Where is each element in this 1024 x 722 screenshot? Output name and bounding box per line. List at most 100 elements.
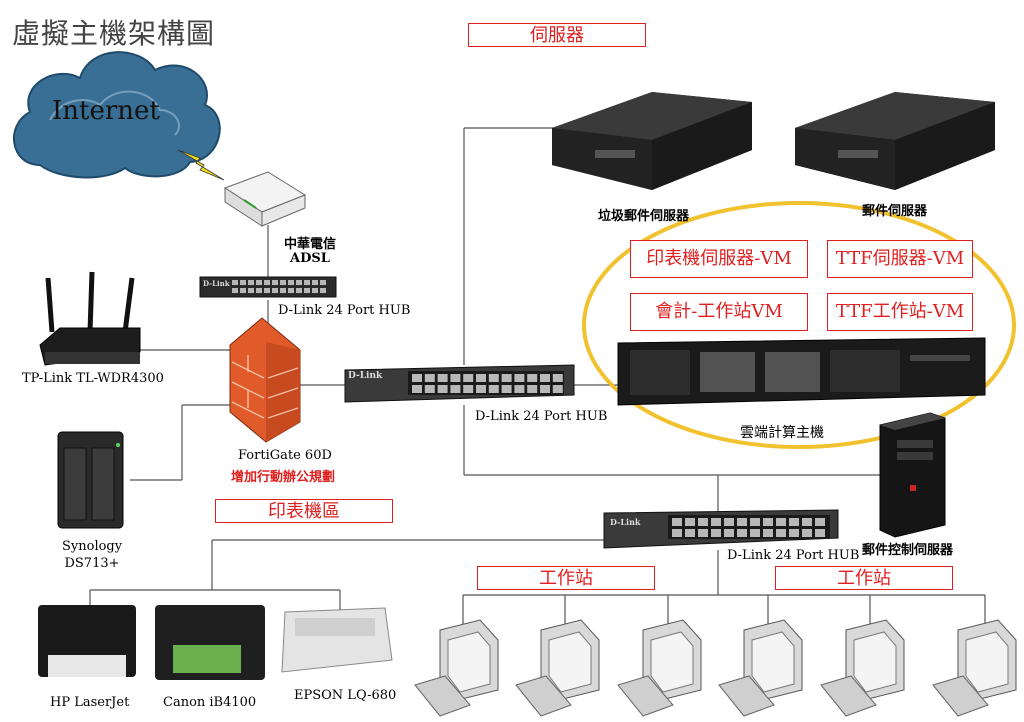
nas-label-line2: DS713+	[64, 556, 120, 571]
workstation-pc-icon	[718, 619, 803, 717]
hub-port	[240, 288, 246, 293]
hub-port	[501, 385, 512, 393]
hub-port	[312, 280, 318, 285]
workstation-pc-icon	[932, 619, 1017, 717]
hub-port	[724, 518, 734, 526]
hub-port	[763, 518, 773, 526]
hub-port	[815, 529, 825, 537]
printer-epson-label: EPSON LQ-680	[294, 688, 397, 703]
hub-port	[514, 374, 525, 382]
hub-top-ports	[232, 280, 326, 293]
hub-port	[288, 288, 294, 293]
synology-nas-icon	[57, 431, 124, 529]
hub-port	[437, 374, 448, 382]
hub-port	[412, 385, 422, 393]
hub-port	[264, 280, 270, 285]
spam-mail-server-icon	[552, 92, 752, 190]
hub-port	[463, 385, 474, 393]
hub-port	[724, 529, 734, 537]
hub-port	[672, 518, 682, 526]
section-workstation-right-label: 工作站	[775, 566, 953, 590]
hub-port	[802, 529, 812, 537]
hub-bottom-brand: D-Link	[610, 517, 641, 527]
printer-canon-label: Canon iB4100	[163, 695, 257, 710]
adsl-modem-icon	[223, 171, 307, 227]
cloud-compute-host-icon	[617, 337, 986, 406]
hub-port	[488, 385, 499, 393]
vm-accounting-workstation: 會計-工作站VM	[630, 293, 808, 331]
page-title: 虛擬主機架構圖	[12, 17, 216, 50]
printer-hp-label: HP LaserJet	[50, 695, 130, 710]
router-label: TP-Link TL-WDR4300	[22, 371, 164, 386]
section-printer-label: 印表機區	[215, 499, 393, 523]
hub-port	[272, 280, 278, 285]
fortigate-firewall-icon	[229, 317, 301, 443]
workstation-pc-icon	[617, 619, 702, 717]
hub-port	[737, 518, 747, 526]
hub-port	[776, 518, 786, 526]
hub-port	[296, 288, 302, 293]
mail-control-server-label: 郵件控制伺服器	[862, 543, 954, 558]
hub-port	[424, 385, 435, 393]
hub-port	[685, 529, 695, 537]
hub-port	[488, 374, 499, 382]
hub-port	[540, 374, 550, 382]
vm-ttf-workstation: TTF工作站-VM	[827, 293, 973, 331]
spam-server-label: 垃圾郵件伺服器	[598, 209, 690, 224]
epson-lq680-printer-icon	[281, 607, 393, 673]
hub-port	[815, 518, 825, 526]
hub-port	[763, 529, 773, 537]
vm-ttf-server: TTF伺服器-VM	[827, 240, 973, 278]
hub-port	[711, 518, 721, 526]
hub-port	[320, 288, 326, 293]
hub-port	[450, 385, 461, 393]
hub-port	[232, 280, 238, 285]
hub-port	[248, 288, 254, 293]
hub-port	[802, 518, 812, 526]
hub-port	[514, 385, 525, 393]
hub-port	[540, 385, 550, 393]
hub-bottom-label: D-Link 24 Port HUB	[727, 548, 860, 563]
workstation-pc-icon	[820, 619, 905, 717]
mail-control-server-icon	[879, 412, 946, 538]
hub-port	[476, 374, 486, 382]
wireless-link-icon	[177, 149, 225, 181]
workstation-pcs	[414, 619, 1017, 717]
hub-port	[501, 374, 512, 382]
firewall-label: FortiGate 60D	[238, 448, 332, 463]
hub-port	[280, 288, 286, 293]
hub-port	[232, 288, 238, 293]
hub-port	[672, 529, 682, 537]
hub-top-brand: D-Link	[203, 279, 230, 288]
hub-bottom-ports	[672, 518, 825, 537]
hub-port	[450, 374, 461, 382]
hub-middle-label: D-Link 24 Port HUB	[475, 409, 608, 424]
hub-port	[240, 280, 246, 285]
hub-port	[304, 288, 310, 293]
section-workstation-left-label: 工作站	[477, 566, 655, 590]
firewall-note-label: 增加行動辦公規劃	[231, 470, 336, 485]
hub-port	[312, 288, 318, 293]
hub-port	[248, 280, 254, 285]
nas-label-line1: Synology	[62, 539, 123, 554]
hub-port	[750, 529, 760, 537]
workstation-pc-icon	[414, 619, 499, 717]
hub-port	[424, 374, 435, 382]
hub-port	[296, 280, 302, 285]
hub-port	[437, 385, 448, 393]
hub-port	[412, 374, 422, 382]
hub-port	[711, 529, 721, 537]
cloud-host-ellipse	[582, 201, 1016, 449]
connection-lines	[89, 127, 986, 628]
cht-label: 中華電信	[283, 237, 336, 252]
hub-port	[320, 280, 326, 285]
mail-server-icon	[795, 92, 995, 190]
vm-print-server: 印表機伺服器-VM	[630, 240, 808, 278]
internet-label: Internet	[52, 96, 160, 126]
hub-port	[552, 385, 563, 393]
hub-port	[698, 518, 708, 526]
hub-port	[737, 529, 747, 537]
hub-port	[527, 374, 538, 382]
